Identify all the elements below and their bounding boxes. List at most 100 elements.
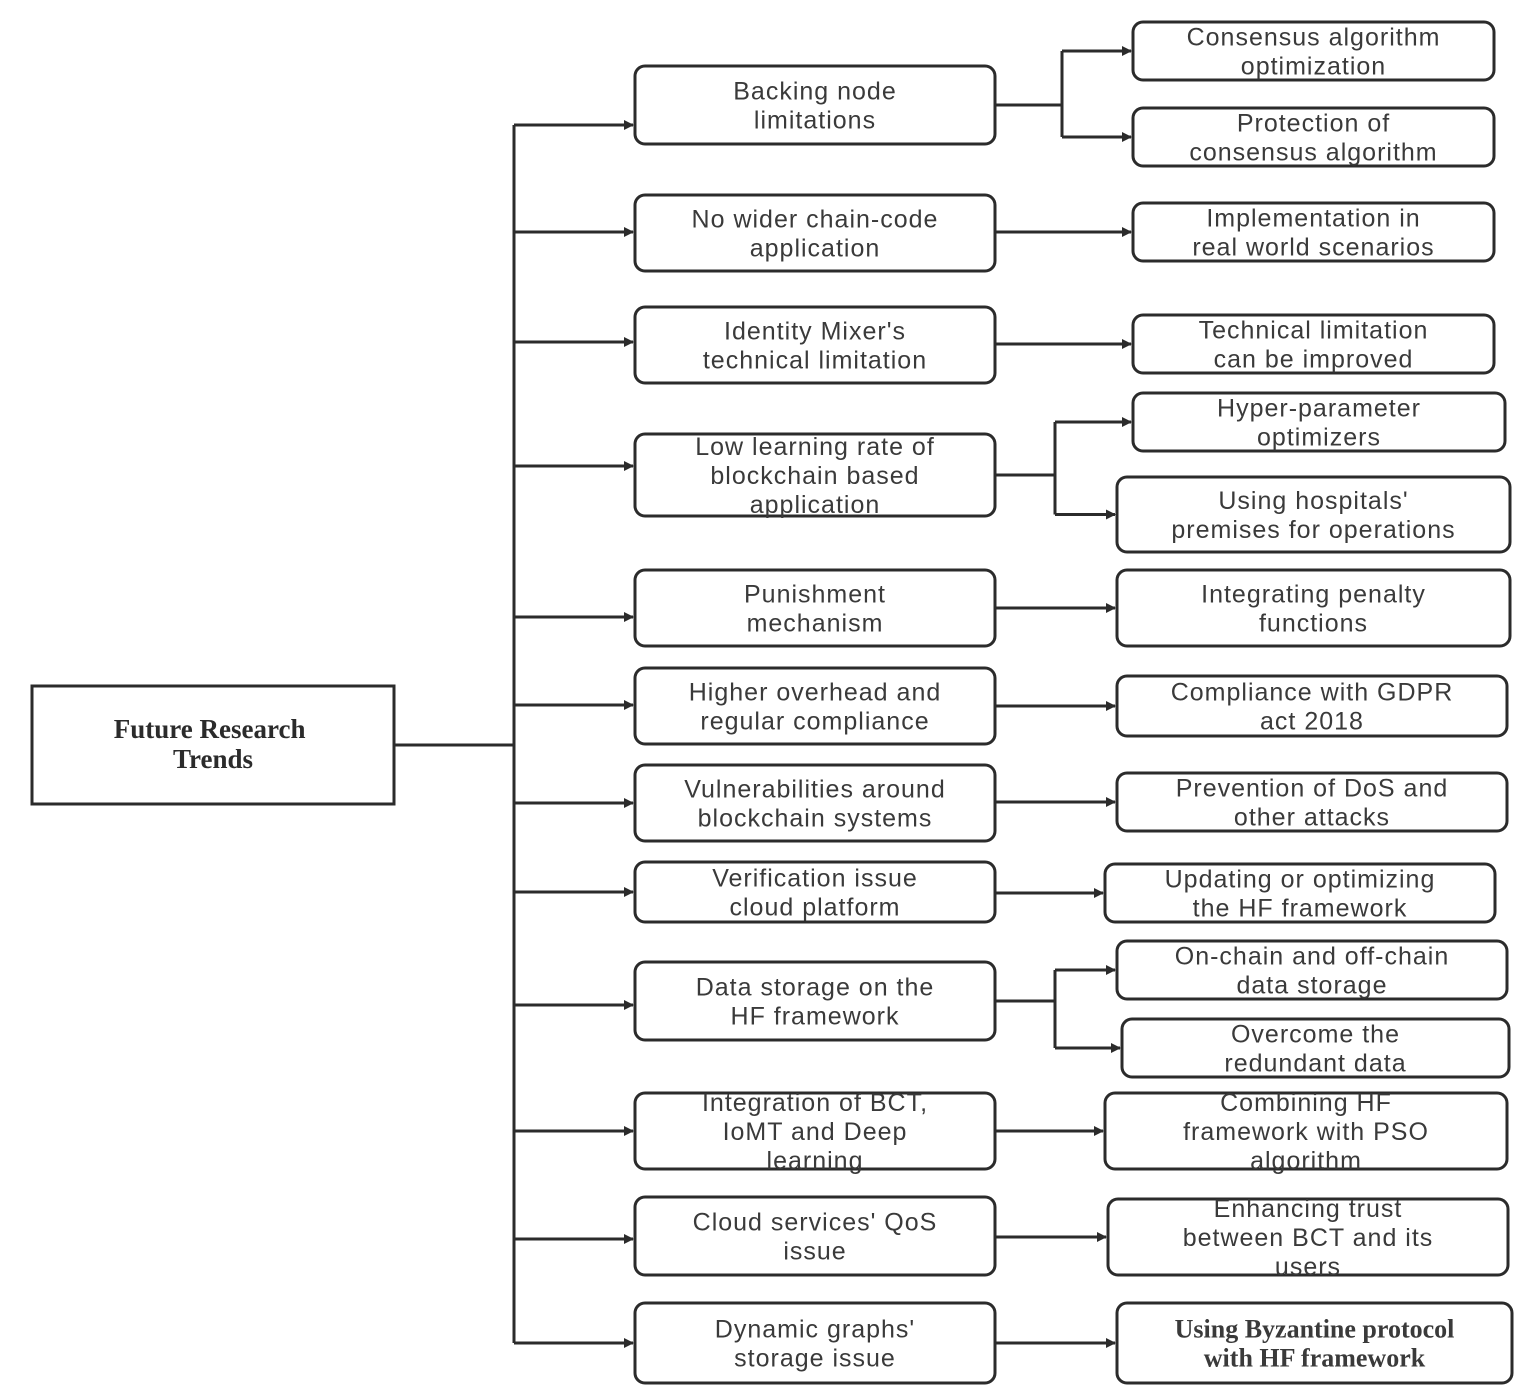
outcome-penalty-functions-box: [1115, 568, 1512, 648]
branch-data-storage-label-line-2: HF framework: [731, 1003, 900, 1031]
branch-backing-node-label-line-1: Backing node: [733, 78, 897, 106]
outcome-redundant-data-label-line-2: redundant data: [1224, 1050, 1406, 1078]
outcome-on-off-chain-label-line-1: On-chain and off-chain: [1175, 943, 1449, 971]
outcome-on-off-chain-label-line-2: data storage: [1237, 972, 1388, 1000]
branch-backing-node-label-line-2: limitations: [754, 107, 876, 135]
outcome-byzantine-protocol-label-line-1: Using Byzantine protocol: [1175, 1315, 1455, 1344]
branch-verification-label-line-1: Verification issue: [712, 865, 918, 893]
outcome-penalty-functions-label-line-1: Integrating penalty: [1201, 581, 1426, 609]
branch-chain-code-box: [633, 193, 997, 273]
branch-learning-rate-label-line-1: Low learning rate of: [695, 433, 935, 461]
branch-punishment-label-line-1: Punishment: [744, 581, 886, 609]
outcome-hyper-parameter-label-line-2: optimizers: [1257, 424, 1381, 452]
outcome-trust-enhancement-label-line-3: users: [1275, 1253, 1341, 1281]
root-title-line-1: Future Research: [114, 714, 306, 744]
branch-dynamic-graphs: Dynamic graphs'storage issue: [633, 1301, 997, 1385]
outcome-dos-prevention-label-line-1: Prevention of DoS and: [1176, 775, 1449, 803]
branch-chain-code-label-line-1: No wider chain-code: [692, 206, 939, 234]
branch-overhead-label-line-1: Higher overhead and: [689, 679, 942, 707]
branch-dynamic-graphs-label-line-2: storage issue: [734, 1345, 896, 1373]
branch-bct-iomt-label-line-3: learning: [767, 1147, 864, 1175]
branch-chain-code-label-line-2: application: [750, 235, 881, 263]
outcome-hospital-premises-label-line-2: premises for operations: [1171, 516, 1455, 544]
branch-cloud-qos-label-line-2: issue: [783, 1238, 846, 1266]
outcome-dos-prevention-label-line-2: other attacks: [1234, 804, 1390, 832]
connectors: [394, 46, 1132, 1348]
outcome-hf-update-label-line-1: Updating or optimizing: [1165, 866, 1436, 894]
outcome-consensus-optimization-label-line-1: Consensus algorithm: [1187, 24, 1441, 52]
outcome-hospital-premises-box: [1115, 475, 1512, 554]
branch-dynamic-graphs-label-line-1: Dynamic graphs': [715, 1316, 915, 1344]
root-node: Future Research Trends: [30, 684, 396, 806]
branch-learning-rate-box: [633, 432, 997, 518]
outcome-hospital-premises-label-line-1: Using hospitals': [1218, 487, 1408, 515]
outcome-technical-improvement-label-line-2: can be improved: [1214, 346, 1414, 374]
outcome-hyper-parameter-label-line-1: Hyper-parameter: [1217, 395, 1421, 423]
outcome-real-world-implementation-box: [1131, 201, 1496, 263]
outcome-hospital-premises: Using hospitals'premises for operations: [1115, 475, 1512, 554]
branch-learning-rate-label-line-2: blockchain based: [710, 462, 919, 490]
branch-identity-mixer-label-line-1: Identity Mixer's: [724, 318, 906, 346]
outcome-trust-enhancement-label-line-2: between BCT and its: [1183, 1224, 1434, 1252]
branch-bct-iomt-label-line-1: Integration of BCT,: [702, 1089, 928, 1117]
branch-identity-mixer-label-line-2: technical limitation: [703, 347, 927, 375]
outcome-consensus-protection-label-line-1: Protection of: [1237, 110, 1390, 138]
branch-punishment-box: [633, 568, 997, 648]
outcome-consensus-optimization-label-line-2: optimization: [1241, 53, 1386, 81]
root-title: Future Research Trends: [114, 714, 312, 774]
branch-overhead-box: [633, 666, 997, 746]
outcome-real-world-implementation-label-line-1: Implementation in: [1206, 205, 1420, 233]
outcome-pso-combination-box: [1103, 1091, 1509, 1171]
outcome-technical-improvement-label-line-1: Technical limitation: [1199, 317, 1429, 345]
branch-identity-mixer-box: [633, 305, 997, 385]
outcome-consensus-protection-box: [1131, 106, 1496, 168]
outcome-gdpr-compliance-label-line-2: act 2018: [1260, 708, 1364, 736]
branch-learning-rate-label-line-3: application: [750, 491, 881, 519]
branch-data-storage-label-line-1: Data storage on the: [696, 974, 935, 1002]
branch-bct-iomt-label-line-2: IoMT and Deep: [723, 1118, 908, 1146]
branch-bct-iomt-box: [633, 1091, 997, 1171]
outcome-trust-enhancement-label-line-1: Enhancing trust: [1214, 1195, 1403, 1223]
branch-overhead-label-line-2: regular compliance: [700, 708, 929, 736]
branch-vulnerabilities-box: [633, 763, 997, 843]
outcome-consensus-optimization-box: [1131, 20, 1496, 82]
outcome-redundant-data-box: [1120, 1017, 1511, 1079]
outcome-byzantine-protocol-box: [1115, 1301, 1514, 1385]
root-box: [30, 684, 396, 806]
branch-backing-node-box: [633, 64, 997, 146]
